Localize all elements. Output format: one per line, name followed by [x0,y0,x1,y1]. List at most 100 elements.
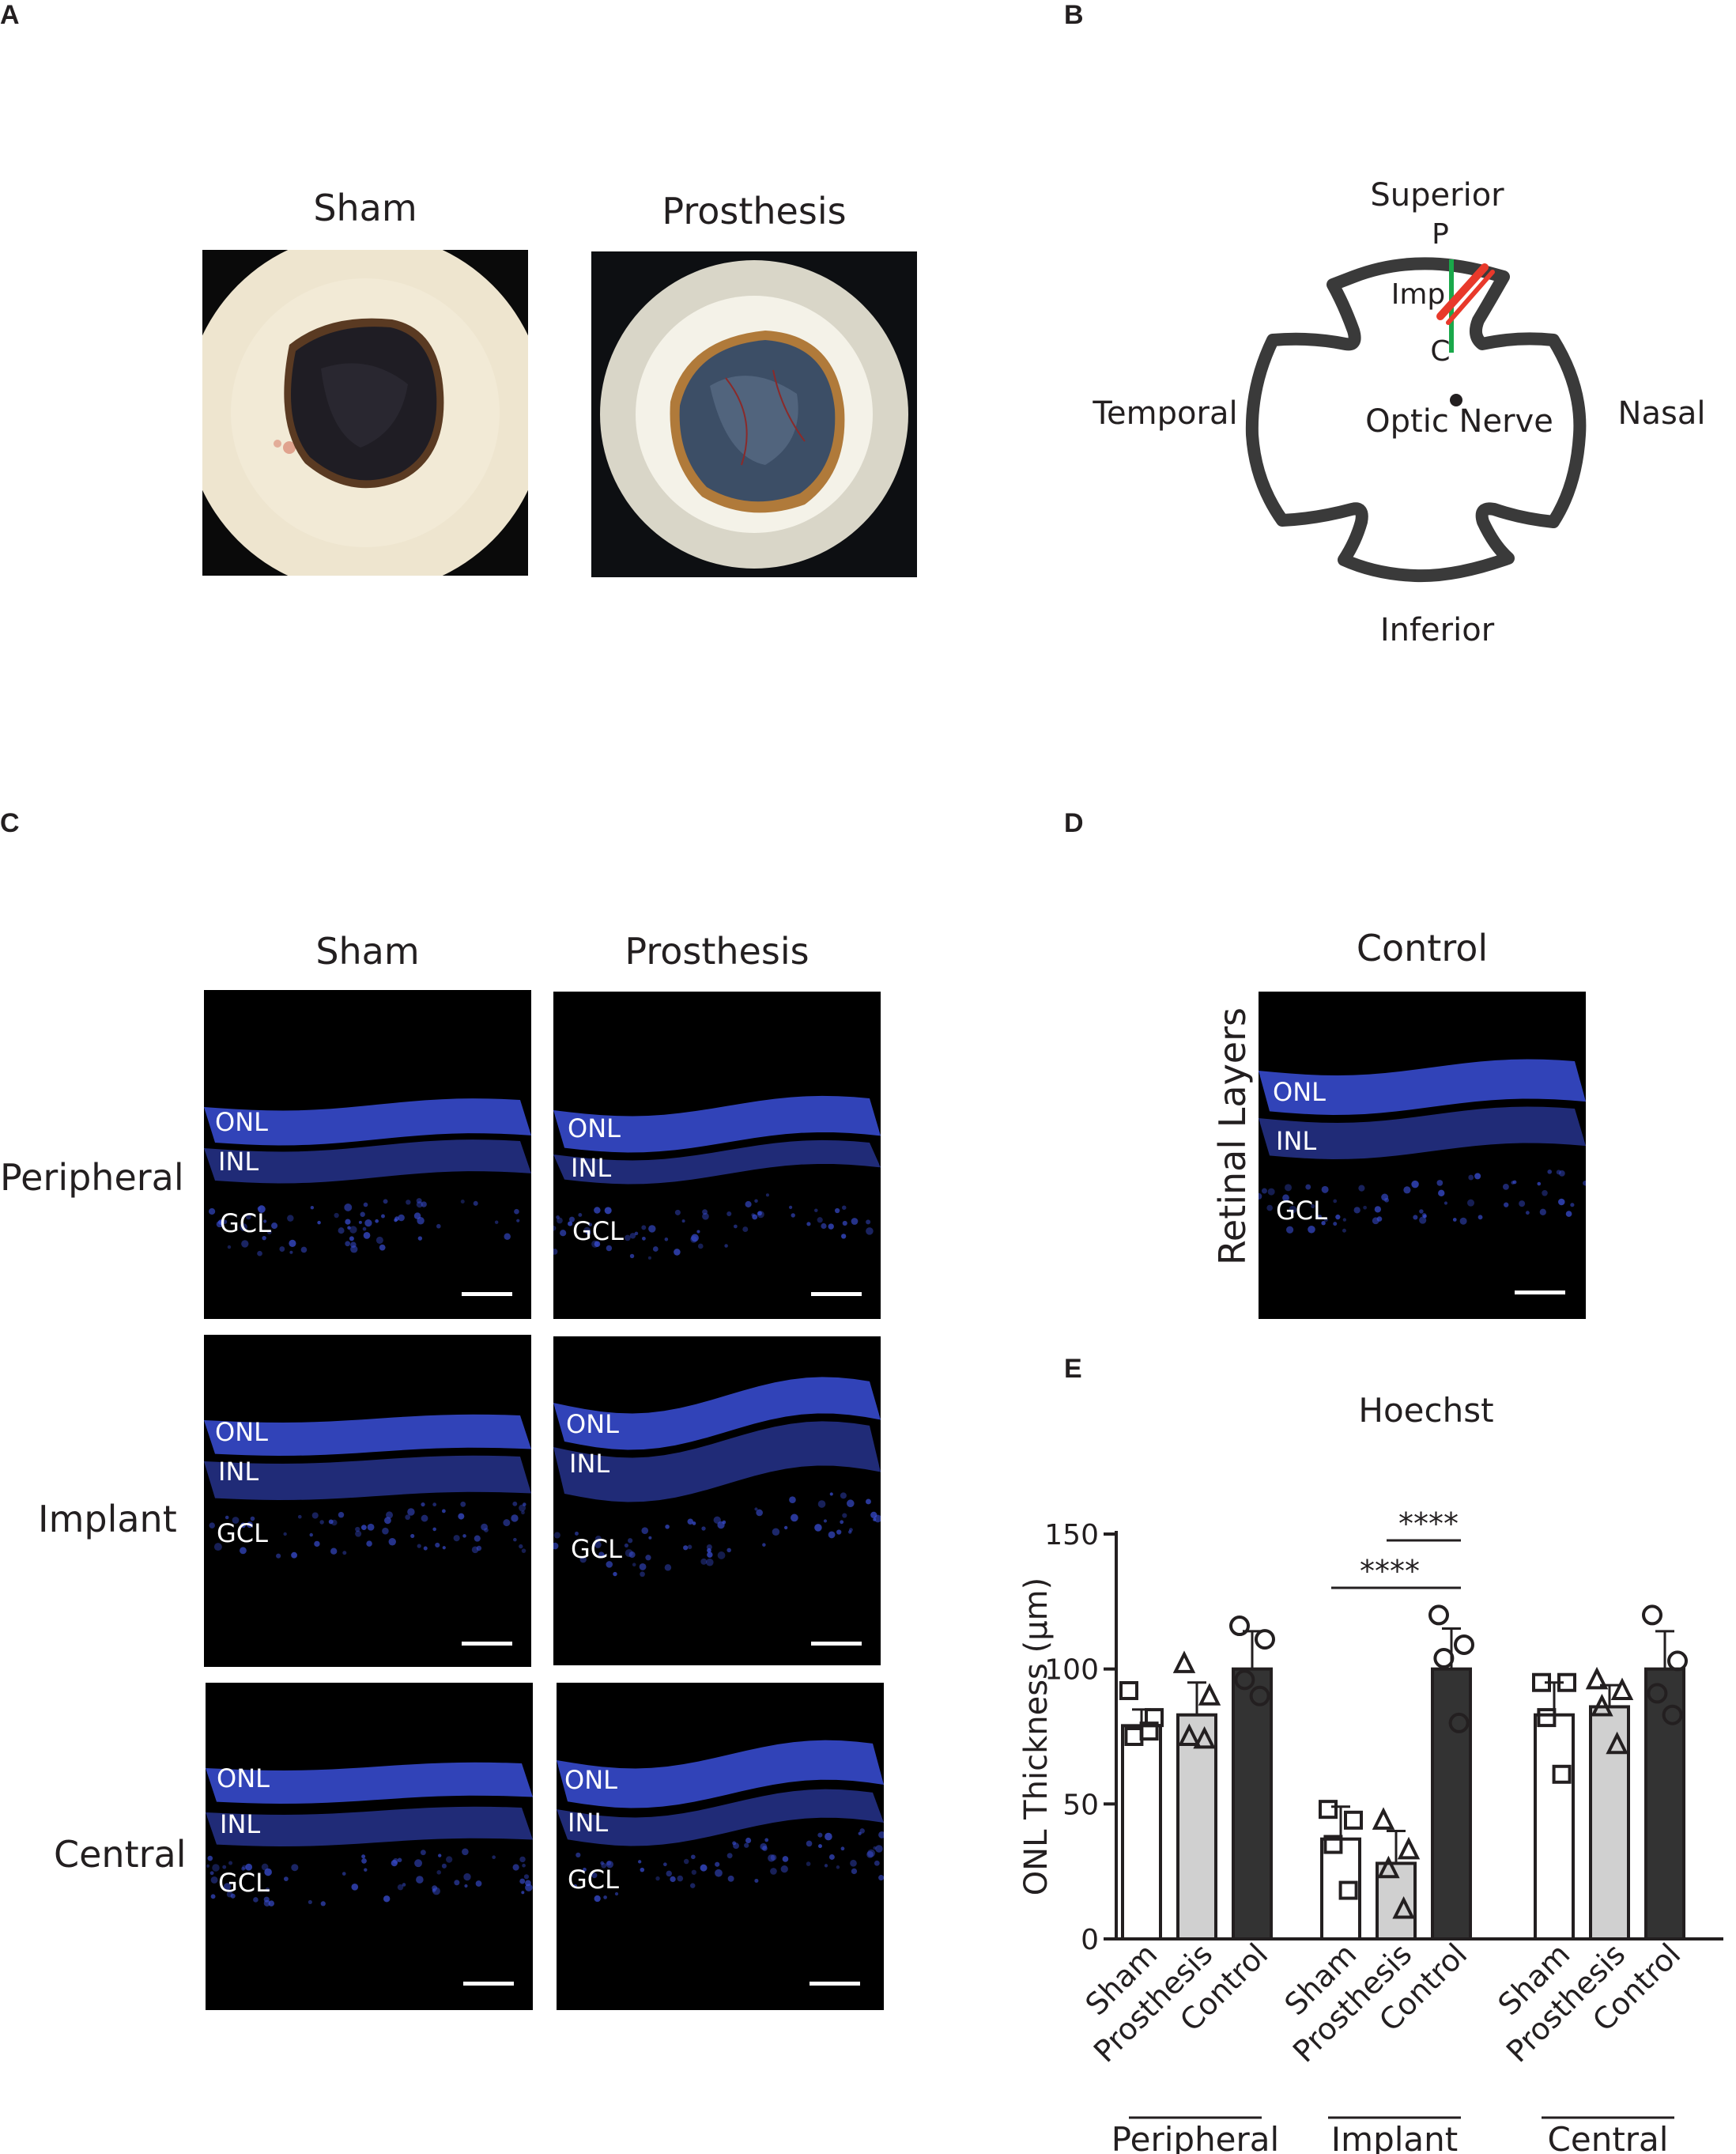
data-point [1229,1616,1250,1637]
gcl-label: GCL [568,1865,619,1895]
micrograph-prosthesis-implant: ONL INL GCL [553,1336,881,1665]
micrograph-control: ONL INL GCL [1259,992,1586,1319]
bar-peripheral-control [1232,1667,1273,1940]
nuclei-texture [206,1762,533,1906]
nuclei-texture [1259,1059,1586,1234]
panel-letter-d: D [1064,808,1084,838]
y-tick-label: 50 [1062,1789,1099,1821]
group-label-central: Central [1548,2120,1669,2154]
micrograph-sham-central: ONL INL GCL [206,1683,533,2010]
data-point [1372,1807,1395,1830]
group-label-peripheral: Peripheral [1111,2120,1279,2154]
prosthesis-eye-photo [591,251,917,577]
panel-a-prosthesis-label: Prosthesis [662,190,847,232]
significance-stars: **** [1398,1506,1459,1541]
nuclei-texture [553,1095,881,1260]
panel-letter-a: A [0,0,20,30]
inl-label: INL [569,1449,610,1479]
gcl-label: GCL [220,1208,271,1238]
panel-letter-e: E [1064,1354,1082,1384]
data-point [1537,1708,1557,1728]
data-point [1532,1672,1551,1692]
data-point [1178,1723,1201,1746]
micrograph-sham-implant: ONL INL GCL [204,1335,531,1667]
data-point [1454,1634,1474,1655]
sham-eye-photo [202,250,528,576]
scale-bar [462,1642,512,1646]
y-tick-label: 0 [1081,1924,1099,1956]
inl-label: INL [218,1147,259,1177]
onl-label: ONL [1273,1077,1326,1107]
bar-central-sham [1534,1713,1575,1940]
row-label-implant: Implant [38,1498,177,1540]
data-point [1145,1708,1164,1728]
inl-label: INL [568,1808,609,1838]
panel-letter-b: B [1064,0,1084,30]
clover-shape [1245,257,1587,583]
y-tick-label: 150 [1044,1519,1099,1551]
data-point [1377,1855,1400,1879]
row-label-central: Central [54,1833,187,1876]
onl-label: ONL [217,1763,270,1793]
data-point [1172,1650,1196,1673]
p-label: P [1432,218,1449,251]
micrograph-prosthesis-central: ONL INL GCL [557,1683,884,2010]
data-point [1338,1880,1358,1900]
inferior-label: Inferior [1380,612,1495,648]
data-point [1255,1629,1275,1650]
data-point [1606,1731,1628,1755]
nuclei-texture [204,1414,531,1559]
optic-nerve-dot [1450,394,1462,406]
bar-peripheral-sham [1121,1724,1162,1940]
implant-marker-1 [1436,263,1489,320]
data-point [1642,1604,1662,1626]
data-point [1234,1669,1255,1691]
inl-label: INL [218,1457,259,1487]
data-point [1397,1836,1421,1860]
onl-label: ONL [215,1107,268,1137]
superior-label: Superior [1370,177,1504,214]
scale-bar [1515,1291,1565,1294]
data-point [1647,1683,1668,1704]
temporal-label: Temporal [1092,395,1237,432]
data-point [1323,1835,1343,1854]
data-point [1557,1672,1576,1692]
data-point [1433,1648,1455,1669]
data-point [1119,1680,1138,1700]
gcl-label: GCL [571,1534,622,1564]
micrograph-sham-peripheral: ONL INL GCL [204,990,531,1319]
inl-label: INL [571,1153,612,1183]
data-point [1662,1704,1683,1725]
row-label-peripheral: Peripheral [0,1156,184,1199]
data-point [1591,1693,1613,1717]
nuclei-texture [553,1377,881,1578]
inl-label: INL [220,1809,261,1839]
bar-central-prosthesis [1589,1705,1630,1940]
nuclei-texture [557,1740,884,1903]
gcl-label: GCL [218,1868,270,1898]
data-point [1319,1800,1338,1820]
group-label-implant: Implant [1331,2120,1458,2154]
inl-label: INL [1276,1126,1317,1156]
data-point [1610,1677,1634,1700]
data-point [1585,1666,1609,1690]
y-axis-label: ONL Thickness (µm) [1018,1578,1055,1895]
gcl-label: GCL [217,1518,268,1548]
data-point [1392,1895,1415,1919]
retina-flatmount-diagram: Superior Inferior Temporal Nasal Optic N… [1092,177,1705,648]
bar-peripheral-prosthesis [1176,1713,1217,1940]
panel-c-sham-label: Sham [315,930,420,973]
data-point [1139,1721,1159,1741]
panel-letter-c: C [0,808,20,838]
nuclei-texture [204,1098,531,1256]
scale-bar [810,1982,860,1986]
scale-bar [811,1642,862,1646]
data-point [1428,1604,1449,1626]
gcl-label: GCL [1276,1196,1327,1226]
retinal-layers-label: Retinal Layers [1211,1007,1254,1265]
chart-title: Hoechst [1358,1391,1493,1430]
scale-bar [462,1292,512,1296]
onl-thickness-chart: Hoechst ONL Thickness (µm) 050100150Sham… [1018,1391,1723,2154]
significance-stars: **** [1360,1554,1420,1589]
onl-label: ONL [566,1409,619,1439]
